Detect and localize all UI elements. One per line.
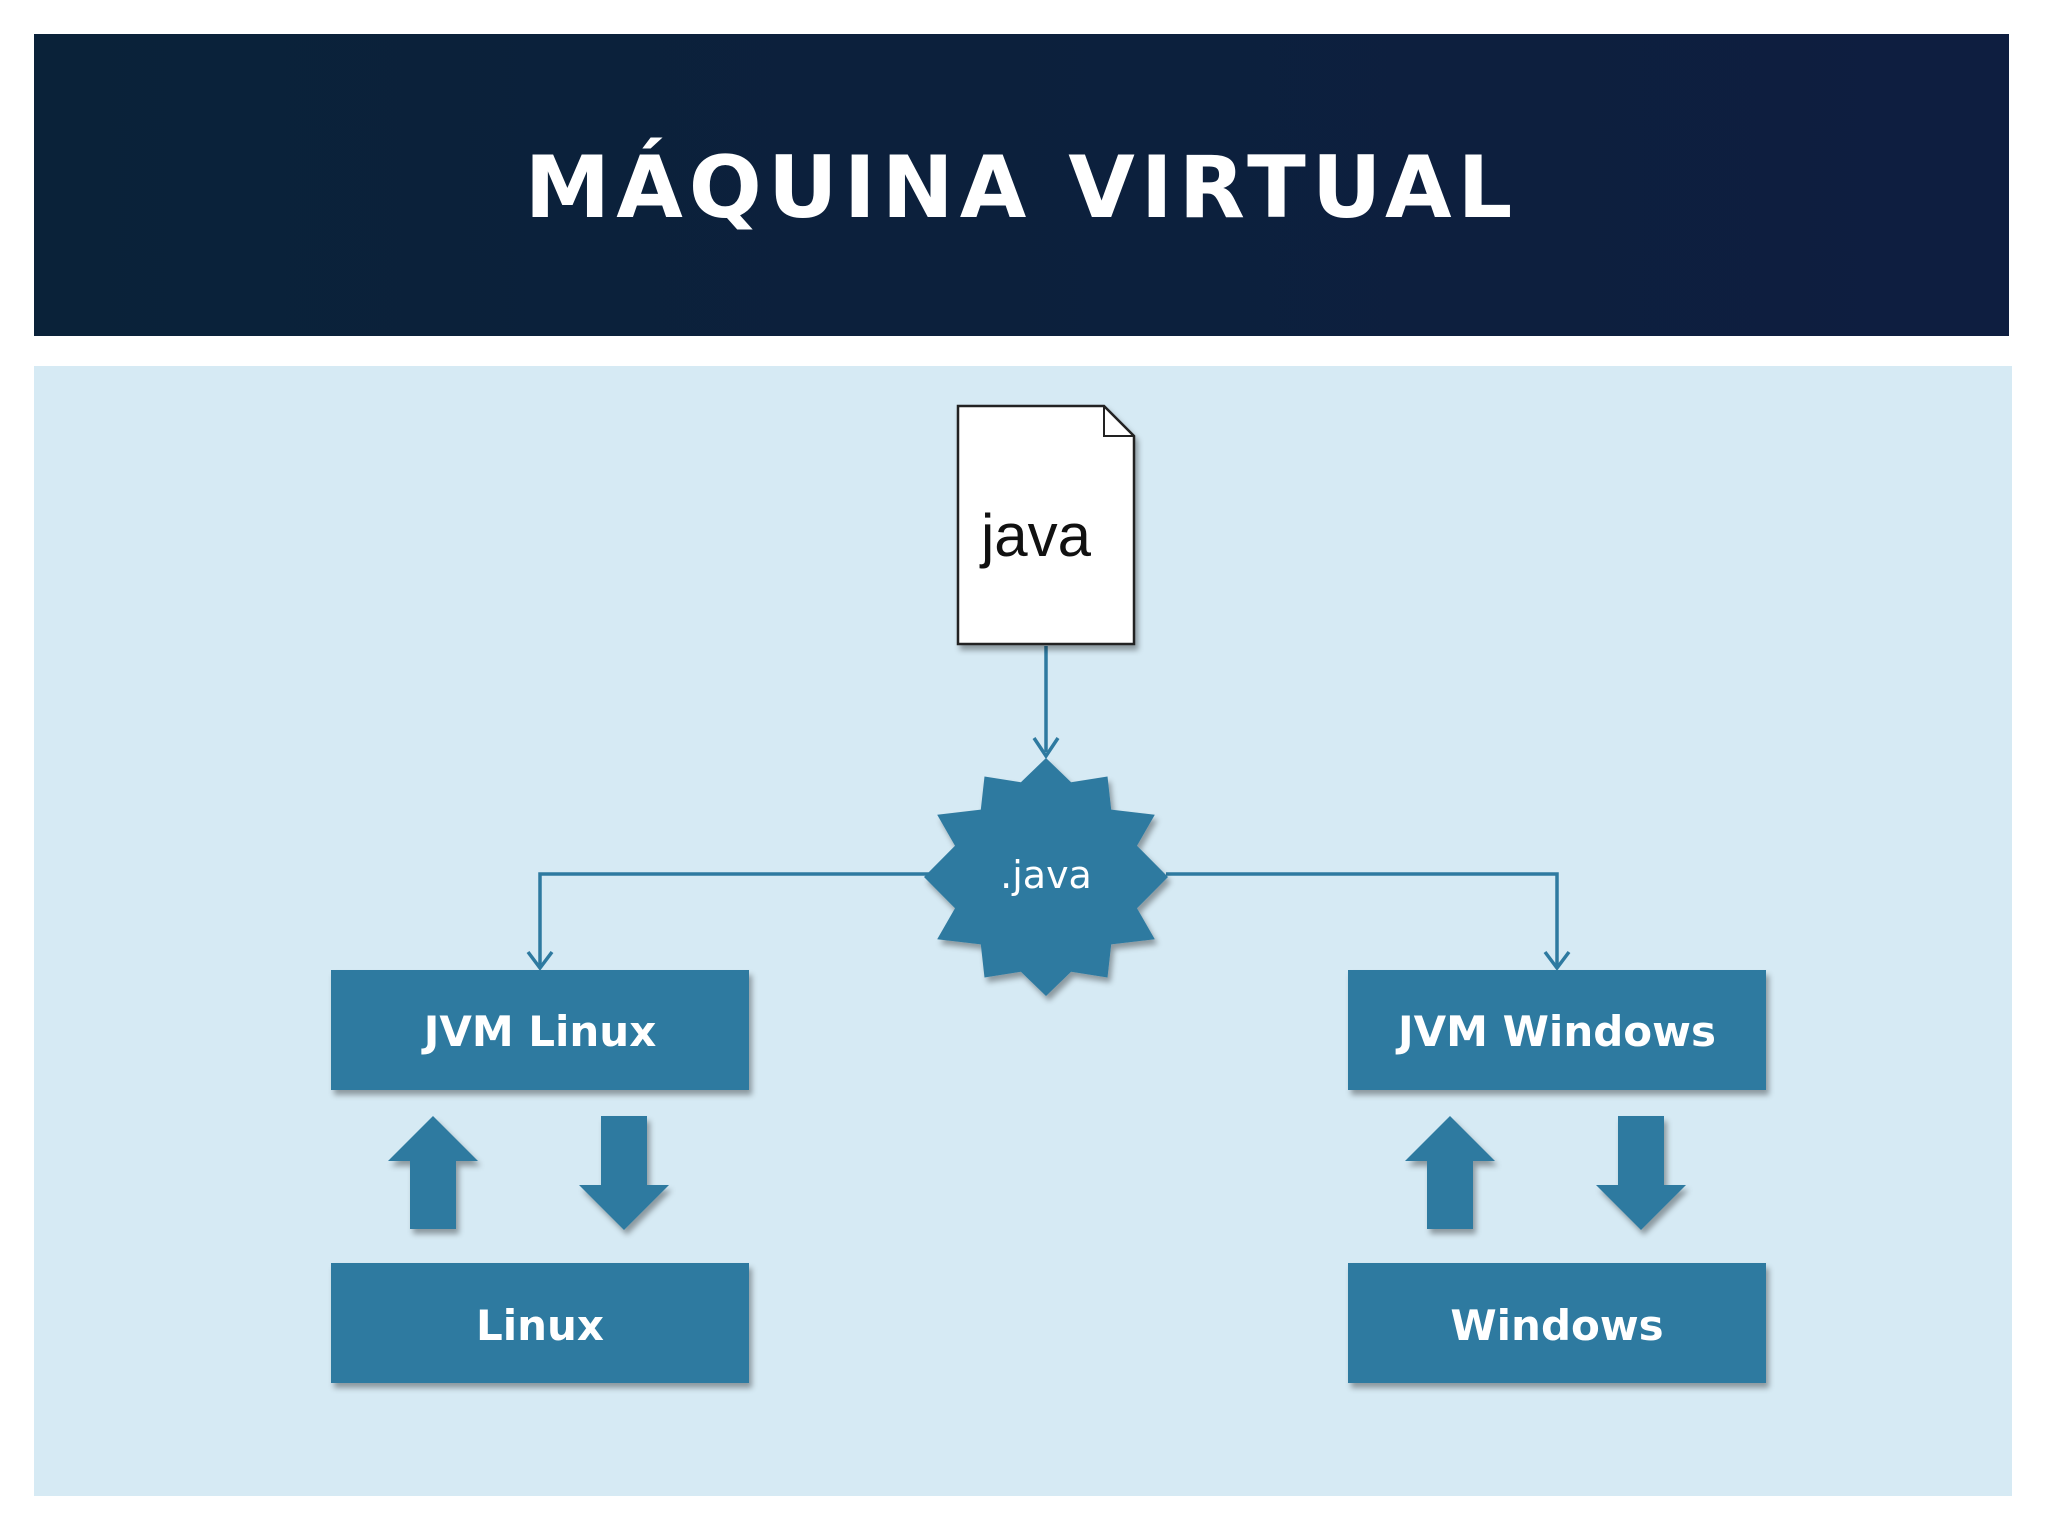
connector-to-jvm-windows xyxy=(1166,872,1559,966)
connector-to-jvm-windows-arrowhead xyxy=(1543,950,1571,971)
jvm-linux-box xyxy=(331,970,749,1090)
arrow-up-linux xyxy=(388,1116,478,1229)
arrow-up-windows xyxy=(1405,1116,1495,1229)
connector-doc-to-bytecode-arrowhead xyxy=(1032,737,1060,760)
connector-to-jvm-linux xyxy=(538,872,930,966)
windows-os-label: Windows xyxy=(1450,1301,1663,1350)
linux-os-label: Linux xyxy=(476,1301,604,1350)
connector-to-jvm-linux-arrowhead xyxy=(526,950,554,971)
jvm-linux-label: JVM Linux xyxy=(421,1007,657,1056)
bytecode-label: .java xyxy=(1000,853,1092,897)
title-bar: MÁQUINA VIRTUAL xyxy=(34,34,2009,336)
windows-os-box xyxy=(1348,1263,1766,1383)
bytecode-starburst xyxy=(924,758,1168,996)
arrow-down-linux xyxy=(579,1116,669,1230)
arrow-down-windows xyxy=(1596,1116,1686,1230)
jvm-windows-box xyxy=(1348,970,1766,1090)
source-file-label: java xyxy=(979,502,1092,569)
slide-title: MÁQUINA VIRTUAL xyxy=(524,138,1519,238)
source-file-document xyxy=(956,404,1136,646)
linux-os-box xyxy=(331,1263,749,1383)
jvm-windows-label: JVM Windows xyxy=(1395,1007,1716,1056)
